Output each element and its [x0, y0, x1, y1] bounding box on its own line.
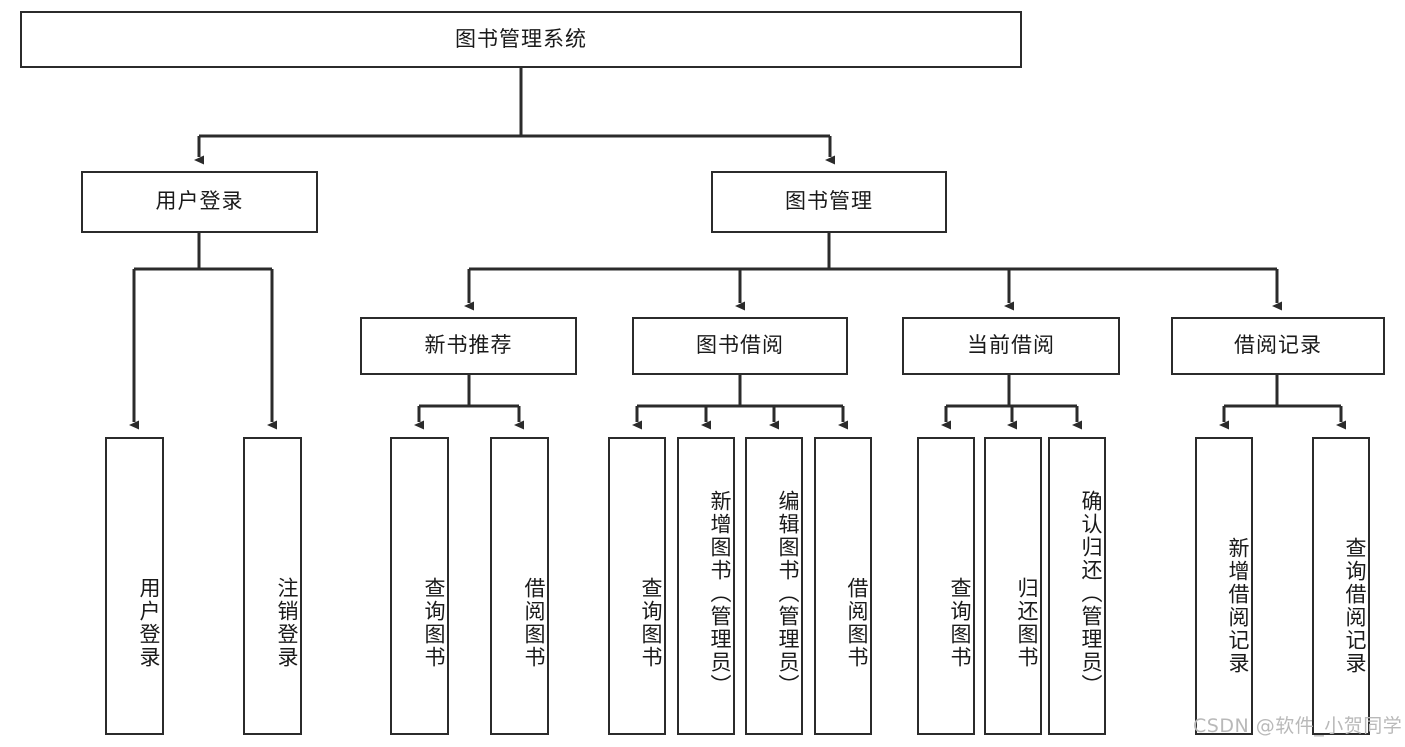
node-leaf-user-login-label: 用户登录 — [137, 577, 161, 669]
node-leaf-query-book-2-label: 查询图书 — [639, 577, 663, 669]
node-leaf-return-book-label: 归还图书 — [1015, 577, 1039, 669]
node-leaf-borrow-book-1[interactable]: 借阅图书 — [490, 437, 549, 735]
node-current-borrow[interactable]: 当前借阅 — [902, 317, 1120, 375]
node-leaf-user-login[interactable]: 用户登录 — [105, 437, 164, 735]
node-book-borrow-label: 图书借阅 — [696, 333, 784, 358]
node-leaf-query-record-label: 查询借阅记录 — [1343, 537, 1367, 675]
node-leaf-add-record[interactable]: 新增借阅记录 — [1195, 437, 1253, 735]
node-leaf-confirm-return-label: 确认归还（管理员） — [1079, 489, 1103, 697]
node-leaf-edit-book-label: 编辑图书（管理员） — [776, 489, 800, 697]
node-new-book-rec-label: 新书推荐 — [424, 333, 513, 358]
node-leaf-user-logout-label: 注销登录 — [275, 577, 299, 669]
node-leaf-query-book-3-label: 查询图书 — [948, 577, 972, 669]
node-leaf-query-book-3[interactable]: 查询图书 — [917, 437, 975, 735]
node-leaf-borrow-book-1-label: 借阅图书 — [522, 577, 546, 669]
node-borrow-record[interactable]: 借阅记录 — [1171, 317, 1385, 375]
node-user-login[interactable]: 用户登录 — [81, 171, 318, 233]
node-leaf-add-record-label: 新增借阅记录 — [1226, 537, 1250, 675]
node-leaf-borrow-book-2[interactable]: 借阅图书 — [814, 437, 872, 735]
node-book-manage[interactable]: 图书管理 — [711, 171, 947, 233]
node-root[interactable]: 图书管理系统 — [20, 11, 1022, 68]
node-leaf-edit-book[interactable]: 编辑图书（管理员） — [745, 437, 803, 735]
node-new-book-rec[interactable]: 新书推荐 — [360, 317, 577, 375]
node-leaf-query-book-2[interactable]: 查询图书 — [608, 437, 666, 735]
node-leaf-borrow-book-2-label: 借阅图书 — [845, 577, 869, 669]
node-user-login-label: 用户登录 — [155, 189, 244, 214]
node-borrow-record-label: 借阅记录 — [1234, 333, 1322, 358]
node-current-borrow-label: 当前借阅 — [967, 333, 1055, 358]
node-leaf-query-book-1[interactable]: 查询图书 — [390, 437, 449, 735]
node-leaf-query-book-1-label: 查询图书 — [422, 577, 446, 669]
csdn-watermark: CSDN @软件_小贺同学 — [1193, 715, 1403, 737]
node-root-label: 图书管理系统 — [455, 26, 587, 51]
node-leaf-add-book-label: 新增图书（管理员） — [708, 489, 732, 697]
node-leaf-confirm-return[interactable]: 确认归还（管理员） — [1048, 437, 1106, 735]
node-leaf-add-book[interactable]: 新增图书（管理员） — [677, 437, 735, 735]
node-leaf-user-logout[interactable]: 注销登录 — [243, 437, 302, 735]
node-leaf-query-record[interactable]: 查询借阅记录 — [1312, 437, 1370, 735]
node-leaf-return-book[interactable]: 归还图书 — [984, 437, 1042, 735]
node-book-borrow[interactable]: 图书借阅 — [632, 317, 848, 375]
node-book-manage-label: 图书管理 — [785, 189, 873, 214]
